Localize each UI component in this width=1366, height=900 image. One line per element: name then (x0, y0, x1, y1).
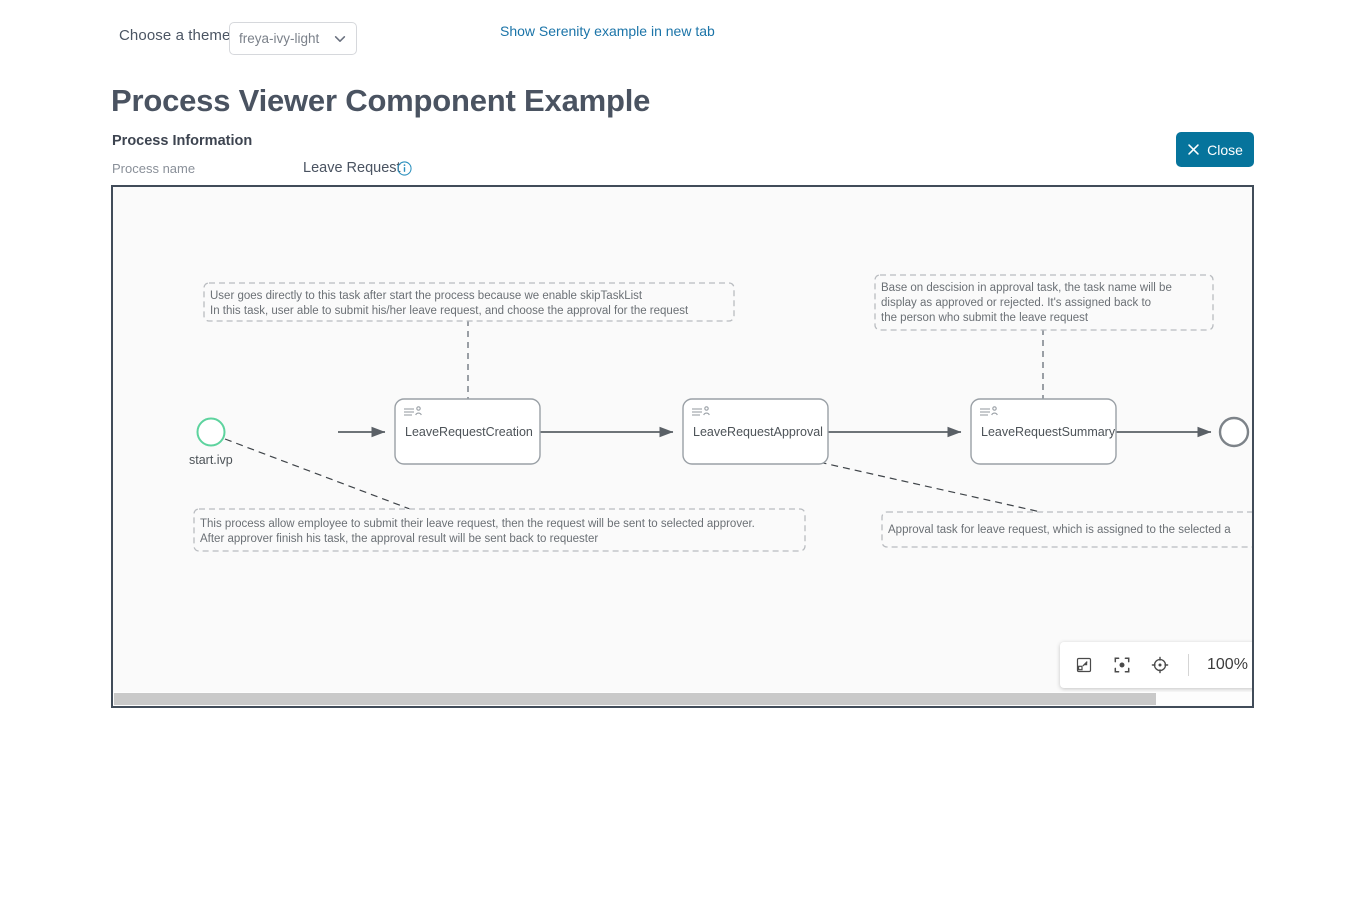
annotation-summary[interactable]: Base on descision in approval task, the … (874, 274, 1214, 331)
toolbar-divider (1188, 654, 1189, 676)
task-label: LeaveRequestApproval (693, 425, 823, 439)
user-task-icon (692, 406, 710, 416)
end-event-node[interactable] (1218, 416, 1250, 448)
zoom-toolbar[interactable]: 100% (1060, 642, 1252, 688)
annotation-line: This process allow employee to submit th… (200, 518, 755, 530)
associations (224, 318, 1064, 518)
topbar: Choose a theme freya-ivy-light Show Sere… (0, 0, 1366, 66)
start-event-label: start.ivp (189, 453, 233, 467)
task-label: LeaveRequestSummary (981, 425, 1116, 439)
theme-select-value: freya-ivy-light (239, 31, 320, 46)
annotation-line: Approval task for leave request, which i… (888, 524, 1231, 536)
zoom-level[interactable]: 100% (1207, 656, 1248, 673)
page-title: Process Viewer Component Example (111, 83, 651, 118)
info-icon[interactable] (397, 161, 412, 176)
annotation-creation[interactable]: User goes directly to this task after st… (203, 282, 735, 322)
annotation-line: User goes directly to this task after st… (210, 290, 643, 302)
annotation-line: display as approved or rejected. It's as… (881, 297, 1151, 309)
center-target-icon[interactable] (1150, 655, 1170, 675)
process-information-heading: Process Information (112, 133, 253, 149)
annotation-line: In this task, user able to submit his/he… (210, 305, 689, 317)
close-button[interactable]: Close (1176, 132, 1254, 167)
diagram-viewport[interactable]: start.ivp LeaveRequestCreation (113, 187, 1252, 706)
task-node-leaverequestcreation[interactable]: LeaveRequestCreation (394, 398, 541, 465)
close-button-label: Close (1207, 141, 1243, 158)
process-diagram-canvas[interactable]: start.ivp LeaveRequestCreation (111, 185, 1254, 708)
annotation-line: Base on descision in approval task, the … (881, 282, 1172, 294)
task-node-leaverequestsummary[interactable]: LeaveRequestSummary (970, 398, 1117, 465)
bpmn-diagram: start.ivp LeaveRequestCreation (189, 274, 1252, 552)
annotation-line: the person who submit the leave request (881, 312, 1089, 324)
scrollbar-thumb[interactable] (114, 693, 1157, 705)
process-name-value: Leave Request (303, 160, 401, 176)
task-node-leaverequestapproval[interactable]: LeaveRequestApproval (682, 398, 829, 465)
start-event-node[interactable]: start.ivp (189, 417, 233, 468)
chevron-down-icon (333, 32, 347, 46)
theme-label: Choose a theme (119, 27, 231, 44)
process-name-label: Process name (112, 161, 196, 176)
fit-to-screen-icon[interactable] (1112, 655, 1132, 675)
fit-to-content-icon[interactable] (1074, 655, 1094, 675)
user-task-icon (404, 406, 422, 416)
user-task-icon (980, 406, 998, 416)
theme-select[interactable]: freya-ivy-light (229, 22, 357, 55)
horizontal-scrollbar[interactable] (113, 692, 1252, 706)
annotation-process[interactable]: This process allow employee to submit th… (193, 508, 806, 552)
assoc-process (224, 438, 424, 515)
show-serenity-example-link[interactable]: Show Serenity example in new tab (500, 23, 715, 39)
task-label: LeaveRequestCreation (405, 425, 533, 439)
annotation-approval[interactable]: Approval task for leave request, which i… (881, 511, 1252, 548)
annotation-line: After approver finish his task, the appr… (200, 533, 598, 545)
close-icon (1187, 143, 1200, 156)
